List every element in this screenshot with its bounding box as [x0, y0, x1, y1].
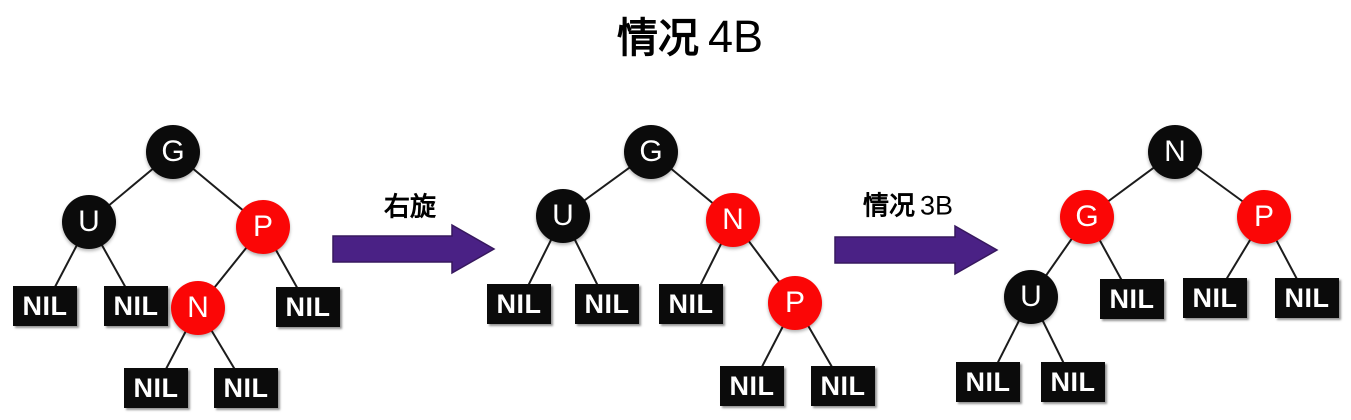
tree-node-P: P — [1237, 190, 1291, 244]
arrow-right-rotation-label-cjk: 右旋 — [383, 191, 437, 222]
arrow-to-case-3b-label-cjk: 情况 — [862, 190, 915, 221]
tree-node-G: G — [1060, 190, 1114, 244]
tree-node-U: U — [1004, 270, 1058, 324]
tree-node-N: N — [1148, 125, 1202, 179]
arrow-right-rotation-label: 右旋 — [384, 187, 436, 224]
page-title-latin: 4B — [707, 11, 764, 62]
tree-node-N: N — [706, 193, 760, 247]
nil-leaf: NIL — [659, 284, 723, 324]
nil-leaf: NIL — [720, 366, 784, 406]
nil-leaf: NIL — [956, 362, 1020, 402]
tree-node-G: G — [624, 125, 678, 179]
nil-leaf: NIL — [124, 368, 188, 408]
nil-leaf: NIL — [104, 286, 168, 326]
nil-leaf: NIL — [1100, 279, 1164, 319]
arrow-to-case-3b-label-latin: 3B — [919, 190, 954, 221]
nil-leaf: NIL — [214, 368, 278, 408]
nil-leaf: NIL — [13, 286, 77, 326]
tree-node-G: G — [146, 125, 200, 179]
nil-leaf: NIL — [487, 284, 551, 324]
tree-node-P: P — [236, 200, 290, 254]
arrow-right-rotation — [332, 223, 496, 275]
tree-node-U: U — [62, 195, 116, 249]
nil-leaf: NIL — [575, 284, 639, 324]
tree-node-N: N — [171, 281, 225, 335]
tree-node-P: P — [768, 276, 822, 330]
arrow-to-case-3b — [834, 224, 999, 276]
nil-leaf: NIL — [1275, 278, 1339, 318]
nil-leaf: NIL — [276, 287, 340, 327]
nil-leaf: NIL — [811, 366, 875, 406]
page-title-cjk: 情况 — [616, 15, 699, 61]
tree-node-U: U — [536, 189, 590, 243]
nil-leaf: NIL — [1041, 362, 1105, 402]
nil-leaf: NIL — [1183, 278, 1247, 318]
